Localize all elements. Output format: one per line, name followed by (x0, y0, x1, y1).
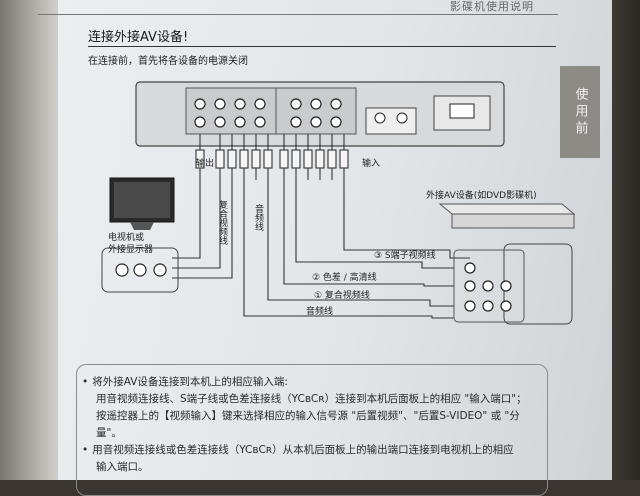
note-1-line-3: 按遥控器上的【视频输入】键来选择相应的输入信号源 "后置视频"、"后置S-VID… (96, 410, 520, 422)
connection-diagram: 输出 输入 电视机或 外接显示器 外接AV设备(如DVD影碟机) ③ S端子视频… (101, 81, 576, 325)
label-output: 输出 (196, 157, 214, 169)
tv-input-panel (101, 247, 179, 293)
av-device-output-panel (503, 243, 573, 325)
note-1-line-4: 量"。 (96, 427, 122, 439)
label-audio-vertical: 音频线 (253, 203, 264, 231)
running-header-text: 影碟机使用说明 (450, 0, 534, 13)
label-cable-2: ② 色差 / 高清线 (312, 271, 377, 283)
label-cable-3: ③ S端子视频线 (374, 249, 436, 261)
section-subtitle: 在连接前，首先将各设备的电源关闭 (88, 56, 248, 67)
note-2: •用音视频连接线或色差连接线（YCʙCʀ）从本机后面板上的输出端口连接到电视机上… (82, 442, 542, 476)
label-tv-line1: 电视机或 (108, 231, 144, 243)
cable-bundle (172, 134, 470, 319)
running-header: 影碟机使用说明 (38, 0, 558, 15)
page-left-edge (0, 0, 58, 480)
av-device-icon (438, 203, 576, 229)
side-tab-label: 使用前 (572, 86, 588, 138)
tv-monitor-icon (109, 177, 175, 230)
side-tab: 使用前 (560, 66, 600, 158)
label-composite-vertical: 复合视频线 (217, 199, 228, 245)
label-tv-line2: 外接显示器 (108, 243, 153, 255)
label-audio-cable: 音频线 (306, 305, 333, 317)
manual-page (52, 0, 612, 480)
note-1: •将外接AV设备连接到本机上的相应输入端: 用音视频连接线、S端子线或色差连接线… (82, 374, 542, 442)
title-rule (88, 46, 556, 47)
section-title: 连接外接AV设备! (88, 30, 189, 45)
note-2-line-2: 输入端口。 (96, 461, 149, 473)
label-cable-1: ① 复合视频线 (314, 289, 370, 301)
note-1-line-2: 用音视频连接线、S端子线或色差连接线（YCʙCʀ）连接到本机后面板上的相应 "输… (96, 393, 527, 405)
label-input: 输入 (362, 157, 380, 169)
note-2-line-1: 用音视频连接线或色差连接线（YCʙCʀ）从本机后面板上的输出端口连接到电视机上的… (92, 444, 514, 456)
note-1-line-1: 将外接AV设备连接到本机上的相应输入端: (92, 376, 288, 388)
label-av-device: 外接AV设备(如DVD影碟机) (426, 189, 537, 201)
player-rear-panel (135, 81, 505, 147)
